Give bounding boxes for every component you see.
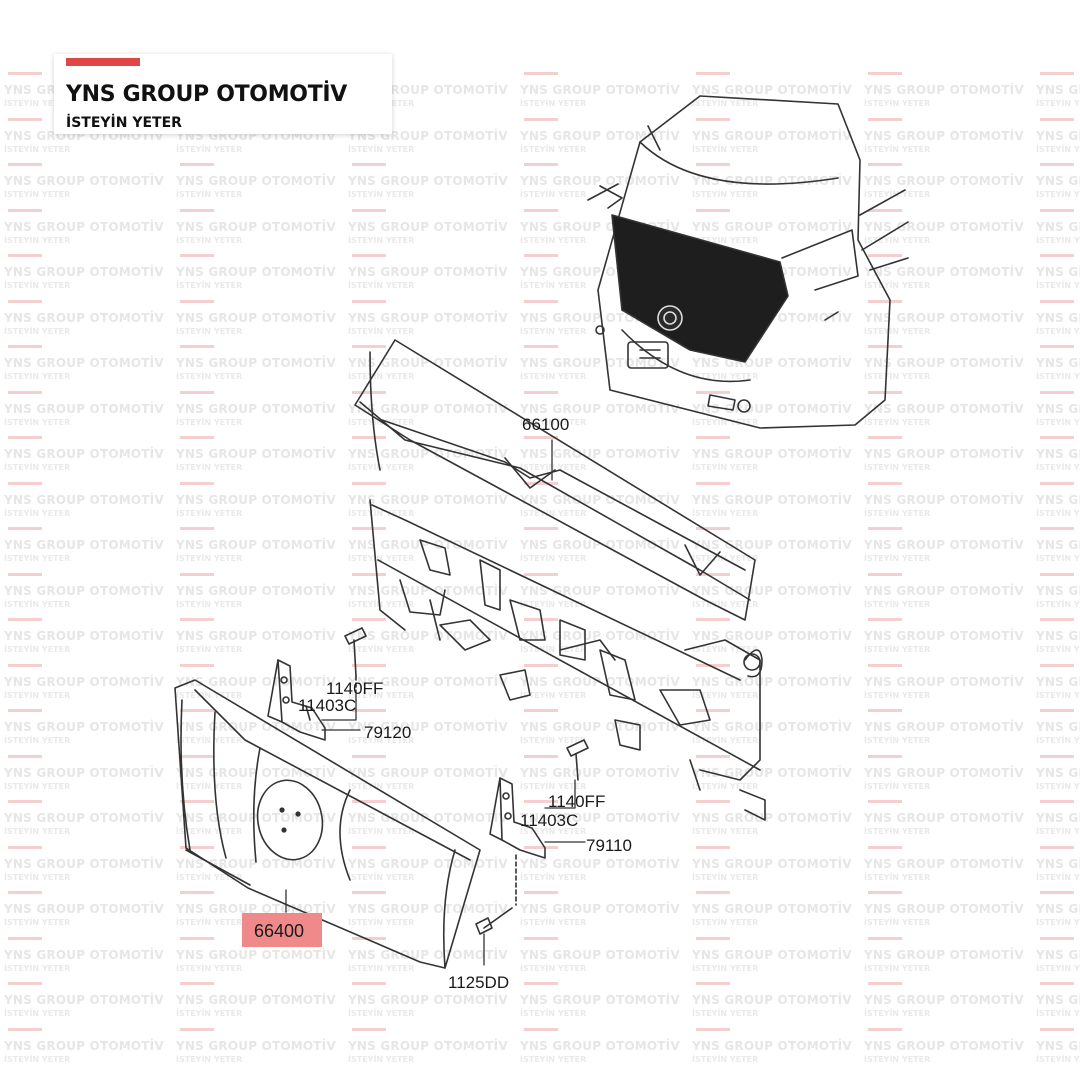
label-66400: 66400 [254,921,304,941]
grille-label-highlight [242,913,322,947]
bracket-right-79110 [489,777,546,859]
bolt-bottom-1125dd [475,854,517,935]
label-79110: 79110 [586,836,632,855]
brand-accent-bar [66,58,140,66]
bracket-left-79120 [267,659,326,741]
grille-panel-66400 [174,679,481,969]
brand-card: YNS GROUP OTOMOTİV İSTEYİN YETER [54,54,392,134]
brand-title: YNS GROUP OTOMOTİV [66,82,348,107]
brand-subtitle: İSTEYİN YETER [66,115,182,131]
front-crossmember-66100 [354,339,766,821]
label-11403c-left: 11403C [298,696,356,715]
bolt-upper-left [344,627,367,691]
label-1125dd: 1125DD [448,973,509,992]
label-66100: 66100 [522,415,569,434]
label-1140ff-left: 1140FF [326,679,383,698]
label-79120: 79120 [364,723,411,742]
leader-lines [285,439,586,966]
bolt-right [566,739,589,781]
label-1140ff-right: 1140FF [548,792,605,811]
vehicle-front-illustration [587,95,909,429]
label-11403c-right: 11403C [520,811,578,830]
